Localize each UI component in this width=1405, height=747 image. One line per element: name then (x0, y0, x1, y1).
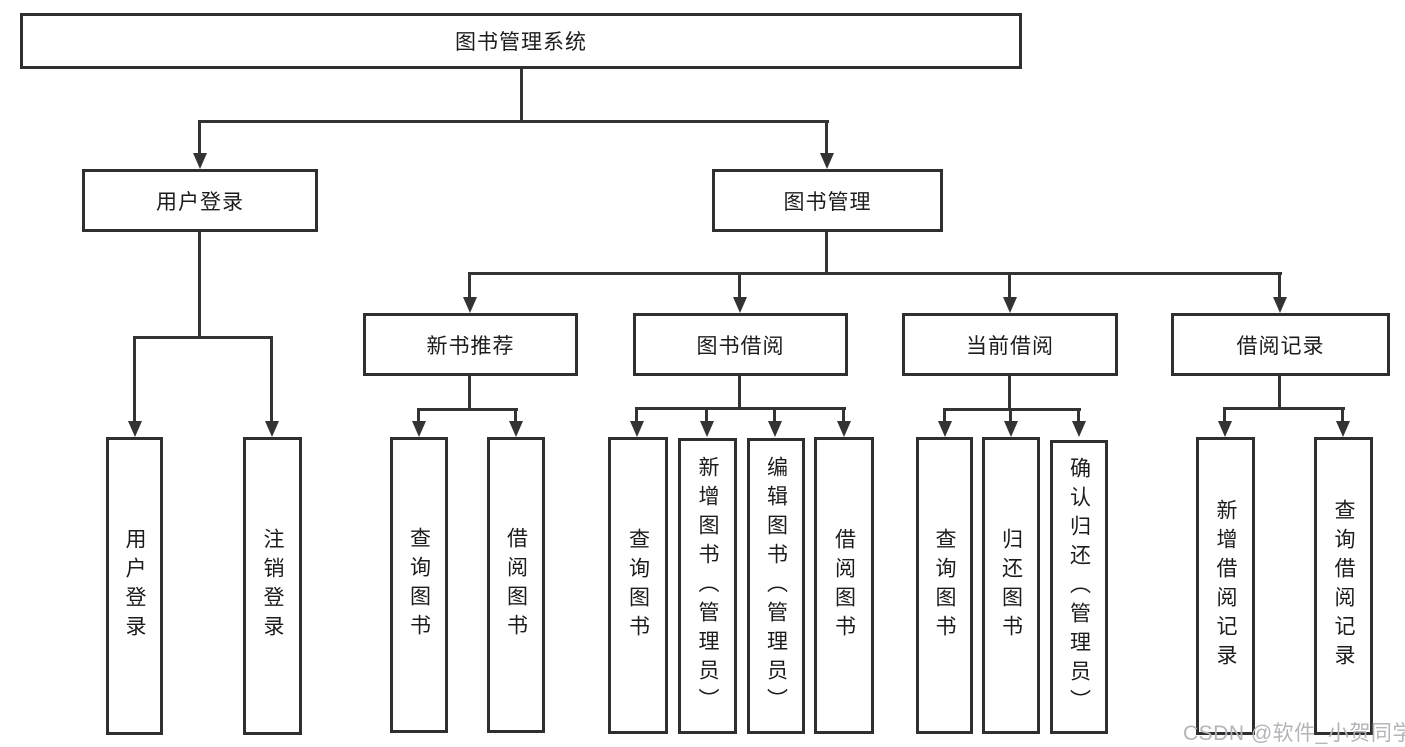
connector-user-login-stem (198, 232, 201, 336)
node-add-borrow-record: 新增借阅记录 (1196, 437, 1255, 735)
connector-borrowing-stem (738, 376, 741, 407)
connector-current-stem (1008, 376, 1011, 408)
arrow-to-borrowing-records (1272, 272, 1287, 313)
node-query-books-current: 查询图书 (916, 437, 973, 734)
node-query-books-borrowing: 查询图书 (608, 437, 668, 734)
connector-recommend-rail (417, 408, 518, 411)
connector-records-rail (1223, 407, 1345, 410)
node-add-books-admin: 新增图书（管理员） (678, 438, 737, 734)
node-user-login: 用户登录 (106, 437, 163, 735)
connector-book-mgmt-stem (825, 232, 828, 272)
connector-root-rail (199, 120, 829, 123)
node-logout: 注销登录 (243, 437, 302, 735)
node-edit-books-admin: 编辑图书（管理员） (747, 438, 805, 734)
node-return-books: 归还图书 (982, 437, 1040, 734)
arrow-to-edit-books-admin (767, 407, 782, 437)
arrow-to-borrow-books-borrowing (836, 407, 851, 437)
node-book-management-module: 图书管理 (712, 169, 943, 232)
arrow-to-book-borrowing (732, 272, 747, 313)
node-root: 图书管理系统 (20, 13, 1022, 69)
node-borrow-books-borrowing: 借阅图书 (814, 437, 874, 734)
arrow-to-new-book-recommend (462, 272, 477, 313)
arrow-to-logout-leaf (264, 336, 279, 437)
connector-book-mgmt-rail (468, 272, 1282, 275)
node-new-book-recommend: 新书推荐 (363, 313, 578, 376)
node-confirm-return-admin: 确认归还（管理员） (1050, 440, 1108, 734)
connector-borrowing-rail (635, 407, 846, 410)
arrow-to-add-borrow-record (1217, 407, 1232, 437)
node-borrowing-records: 借阅记录 (1171, 313, 1390, 376)
arrow-to-borrow-books-recommend (508, 408, 523, 437)
arrow-to-query-books-borrowing (629, 407, 644, 437)
node-borrow-books-recommend: 借阅图书 (487, 437, 545, 733)
connector-current-rail (943, 408, 1081, 411)
connector-root-stem (520, 69, 523, 120)
arrow-to-user-login-module (192, 120, 207, 169)
connector-user-login-rail (133, 336, 273, 339)
arrow-to-confirm-return-admin (1071, 408, 1086, 437)
node-query-books-recommend: 查询图书 (390, 437, 448, 733)
watermark: CSDN @软件_小贺同学 (1183, 722, 1405, 745)
node-book-borrowing: 图书借阅 (633, 313, 848, 376)
arrow-to-current-borrowing (1002, 272, 1017, 313)
arrow-to-user-login-leaf (127, 336, 142, 437)
arrow-to-book-management-module (819, 120, 834, 169)
arrow-to-query-books-current (937, 408, 952, 437)
node-query-borrow-record: 查询借阅记录 (1314, 437, 1373, 735)
arrow-to-add-books-admin (699, 407, 714, 437)
node-user-login-module: 用户登录 (82, 169, 318, 232)
arrow-to-query-borrow-record (1335, 407, 1350, 437)
connector-recommend-stem (468, 376, 471, 408)
arrow-to-return-books (1003, 408, 1018, 437)
connector-records-stem (1278, 376, 1281, 407)
node-current-borrowing: 当前借阅 (902, 313, 1118, 376)
arrow-to-query-books-recommend (411, 408, 426, 437)
